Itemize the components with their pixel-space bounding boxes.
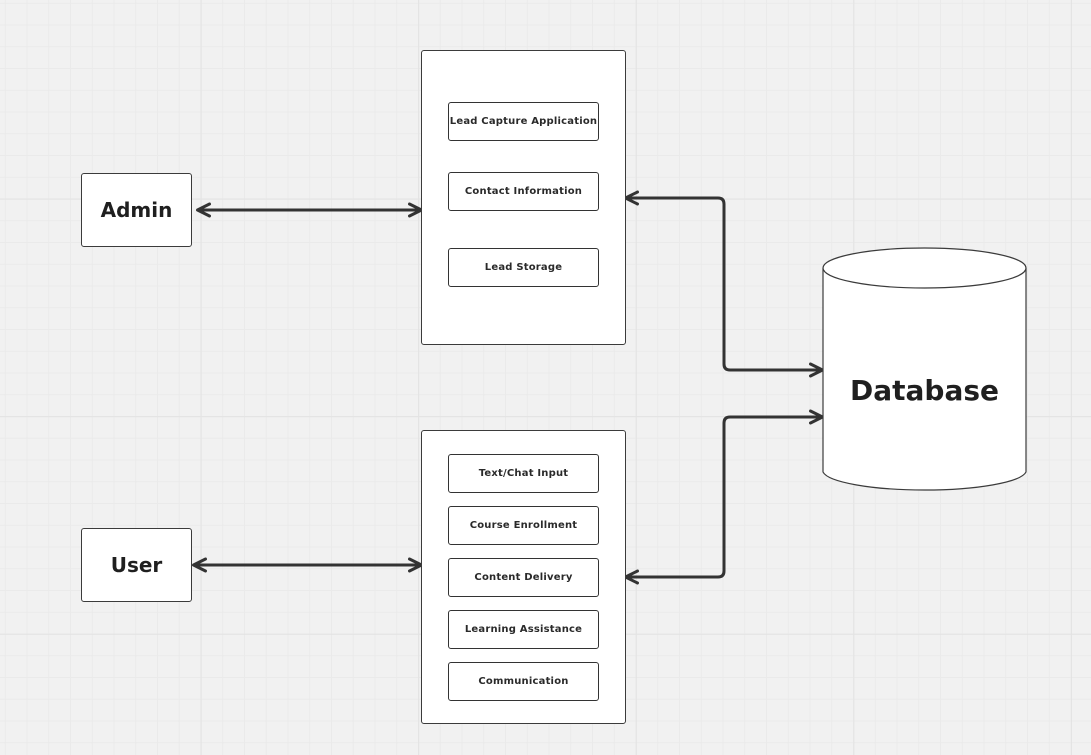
- user-system-to-database-connector: [624, 409, 824, 585]
- module-content-delivery[interactable]: Content Delivery: [448, 558, 599, 597]
- admin-system-to-database-connector: [624, 190, 824, 378]
- module-label: Content Delivery: [474, 572, 573, 583]
- module-label: Lead Storage: [484, 262, 563, 273]
- user-actor-box[interactable]: User: [81, 528, 192, 602]
- module-lead-capture-application[interactable]: Lead Capture Application: [448, 102, 599, 141]
- user-system-container[interactable]: Text/Chat Input Course Enrollment Conten…: [421, 430, 626, 724]
- admin-system-container[interactable]: Lead Capture Application Contact Informa…: [421, 50, 626, 345]
- module-label: Communication: [478, 676, 569, 687]
- module-course-enrollment[interactable]: Course Enrollment: [448, 506, 599, 545]
- module-contact-information[interactable]: Contact Information: [448, 172, 599, 211]
- module-label: Course Enrollment: [469, 520, 578, 531]
- module-communication[interactable]: Communication: [448, 662, 599, 701]
- module-text-chat-input[interactable]: Text/Chat Input: [448, 454, 599, 493]
- admin-actor-label: Admin: [100, 198, 173, 222]
- database-label: Database: [849, 373, 999, 407]
- module-lead-storage[interactable]: Lead Storage: [448, 248, 599, 287]
- module-learning-assistance[interactable]: Learning Assistance: [448, 610, 599, 649]
- module-label: Text/Chat Input: [478, 468, 569, 479]
- admin-actor-box[interactable]: Admin: [81, 173, 192, 247]
- module-label: Learning Assistance: [464, 624, 583, 635]
- module-label: Lead Capture Application: [449, 116, 598, 127]
- module-label: Contact Information: [464, 186, 583, 197]
- user-actor-label: User: [110, 553, 163, 577]
